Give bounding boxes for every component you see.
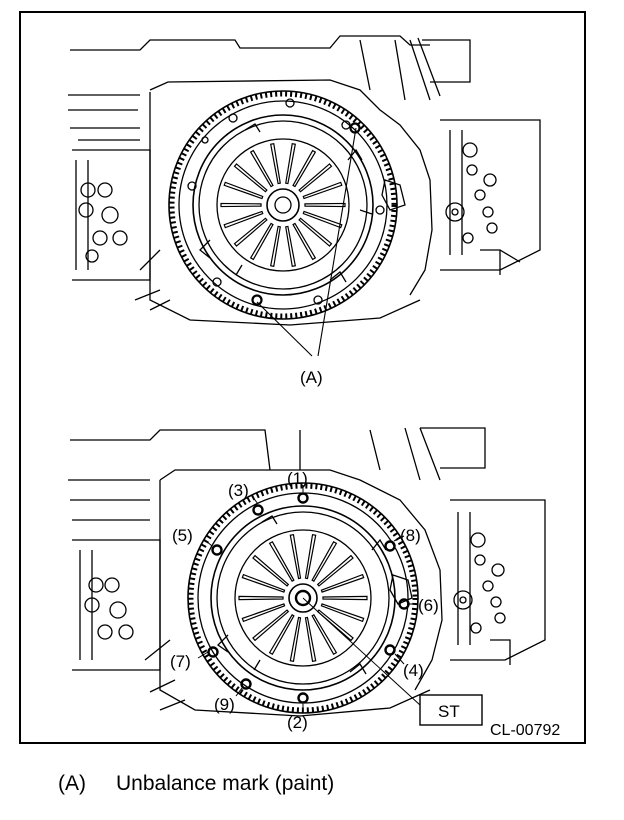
diaphragm-finger — [304, 616, 317, 662]
bolt-label-2: (2) — [287, 713, 308, 732]
diaphragm-finger — [320, 603, 365, 623]
diaphragm-finger — [322, 595, 368, 601]
diaphragm-finger — [249, 149, 274, 188]
bolt-leaders — [197, 485, 421, 712]
diaphragm-finger — [285, 142, 296, 185]
diaphragm-finger — [311, 540, 338, 583]
diaphragm-finger — [320, 573, 365, 593]
callout-a-label: (A) — [300, 368, 323, 387]
clutch-cover-top — [192, 114, 374, 306]
bolt-label-6: (6) — [418, 596, 439, 615]
diaphragm-finger — [241, 603, 286, 623]
bolt-label-1: (1) — [287, 469, 308, 488]
diaphragm-finger — [223, 181, 264, 200]
bolt-label-7: (7) — [170, 652, 191, 671]
diaphragm-finger — [292, 222, 317, 261]
clutch-cover-bottom — [210, 505, 396, 691]
bolt-8 — [384, 540, 396, 552]
diaphragm-finger — [241, 573, 286, 593]
bolt-label-5: (5) — [172, 526, 193, 545]
legend: (A) Unbalance mark (paint) — [58, 772, 334, 796]
diaphragm-finger — [304, 534, 317, 580]
diaphragm-finger — [302, 181, 343, 200]
diaphragm-finger — [302, 210, 343, 229]
diaphragm-finger — [252, 609, 290, 642]
diaphragm-finger — [289, 616, 302, 662]
diaphragm-finger — [233, 217, 268, 247]
diaphragm-finger — [292, 149, 317, 188]
bolt-9 — [240, 678, 252, 690]
bolt-label-4: (4) — [403, 661, 424, 680]
bolt-2 — [297, 692, 309, 704]
diaphragm-finger — [270, 225, 281, 268]
bolt-7 — [207, 646, 219, 658]
bolt-label-9: (9) — [214, 695, 235, 714]
diaphragm-finger — [316, 609, 354, 642]
flywheel-top — [168, 90, 398, 320]
diaphragm-finger — [223, 210, 264, 229]
callout-a-leaders — [256, 127, 357, 357]
special-tool-box: ST — [419, 694, 483, 726]
diaphragm-finger — [316, 554, 354, 587]
diaphragm-finger — [249, 222, 274, 261]
diaphragm-finger — [311, 613, 338, 656]
bolt-label-8: (8) — [400, 526, 421, 545]
diaphragm-finger — [238, 595, 284, 601]
bolts — [207, 492, 410, 704]
figure-id: CL-00792 — [490, 722, 561, 739]
diaphragm-finger — [233, 163, 268, 193]
diaphragm-finger — [268, 540, 295, 583]
bolt-labels: (1) (2) (3) (4) (5) (6) (7) (8) (9) — [170, 469, 439, 732]
diaphragm-finger — [289, 534, 302, 580]
legend-text: Unbalance mark (paint) — [116, 772, 335, 795]
engine-background-bottom — [68, 427, 546, 717]
diaphragm-finger — [285, 225, 296, 268]
diaphragm-finger — [304, 202, 346, 208]
bolt-label-3: (3) — [228, 481, 249, 500]
diaphragm-finger — [220, 202, 262, 208]
bolt-4 — [384, 644, 396, 656]
bolt-3 — [252, 504, 264, 516]
diaphragm-finger — [298, 217, 333, 247]
diaphragm-finger — [268, 613, 295, 656]
engine-background-top — [68, 35, 541, 326]
bolt-6 — [398, 598, 410, 610]
bottom-view: (1) (2) (3) (4) (5) (6) (7) (8) (9) ST — [68, 427, 546, 732]
figure-frame — [19, 11, 586, 744]
special-tool-label: ST — [438, 702, 460, 721]
diaphragm-finger — [298, 163, 333, 193]
diaphragm-finger — [252, 554, 290, 587]
bolt-1 — [297, 492, 309, 504]
top-view: (A) — [68, 35, 541, 387]
diaphragm-finger — [270, 142, 281, 185]
bolt-5 — [211, 544, 223, 556]
legend-key: (A) — [58, 772, 86, 795]
